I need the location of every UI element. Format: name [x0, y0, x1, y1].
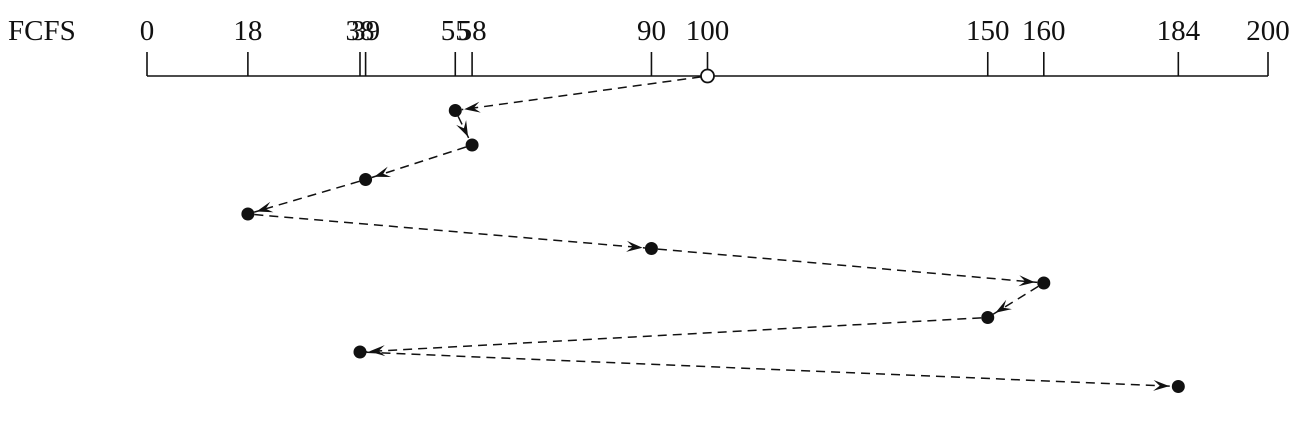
arrowhead	[256, 201, 274, 213]
request-point	[1037, 276, 1051, 290]
request-point	[448, 104, 462, 117]
algorithm-label: FCFS	[8, 15, 76, 47]
path-segment	[657, 248, 1038, 284]
tick-label: 38	[345, 15, 374, 47]
tick-label: 0	[140, 15, 155, 47]
request-point	[1171, 380, 1185, 393]
request-point	[241, 207, 255, 221]
path-segment	[992, 285, 1039, 315]
arrowhead	[1153, 380, 1170, 391]
request-points	[241, 68, 1185, 393]
path-segment	[253, 180, 360, 213]
tick-label: 184	[1157, 15, 1201, 47]
path-segment	[461, 76, 702, 111]
request-point	[644, 242, 658, 255]
tick-label: 160	[1022, 15, 1066, 47]
arrowhead	[1018, 275, 1035, 287]
path-segment	[371, 146, 467, 179]
path-segment	[366, 351, 1172, 387]
arrowhead	[369, 345, 386, 357]
arrowhead	[456, 120, 469, 137]
request-point	[359, 173, 373, 186]
request-point	[465, 138, 479, 152]
head-movement-path	[253, 76, 1172, 391]
start-point	[700, 68, 715, 84]
arrowhead	[464, 101, 481, 113]
arrowhead	[374, 166, 392, 177]
request-point	[353, 345, 367, 359]
tick-label: 18	[233, 15, 262, 47]
arrowhead	[995, 299, 1012, 313]
tick-label: 39	[351, 15, 380, 47]
tick-label: 55	[441, 15, 470, 47]
path-segment	[254, 213, 646, 249]
tick-label: 90	[637, 15, 666, 47]
tick-label: 58	[458, 15, 487, 47]
request-point	[981, 311, 995, 324]
tick-label: 150	[966, 15, 1010, 47]
tick-label: 200	[1246, 15, 1290, 47]
arrowhead	[626, 240, 643, 252]
tick-label: 100	[686, 15, 730, 47]
path-segment	[366, 317, 982, 353]
